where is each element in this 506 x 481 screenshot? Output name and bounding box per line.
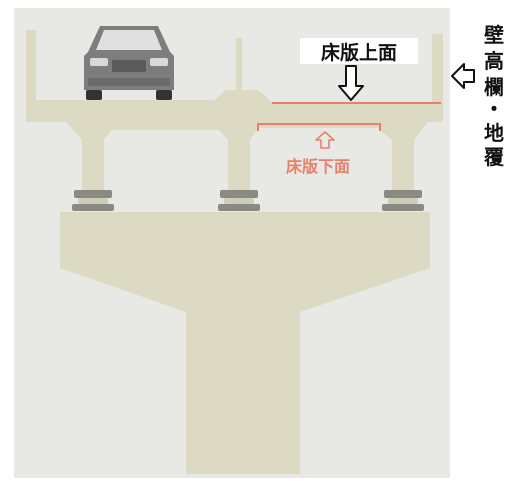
bearing-center-mid: [224, 198, 254, 204]
railing-char-5: 地: [484, 121, 504, 145]
railing-char-3: 欄: [484, 75, 504, 99]
down-outline-arrow-icon: [338, 65, 364, 101]
lower-flange-left: [104, 122, 228, 130]
pier-substructure: [60, 212, 430, 474]
car-icon: [84, 26, 174, 100]
bearing-left-mid: [78, 198, 108, 204]
car-wheel-right: [156, 90, 172, 100]
railing-char-4: ・: [484, 97, 504, 121]
median-post: [236, 38, 242, 93]
railing-char-6: 覆: [483, 145, 505, 169]
car-windshield: [96, 30, 162, 50]
bearing-right: [382, 190, 424, 211]
bearing-right-base: [382, 204, 424, 211]
down-arrow-shape: [338, 65, 364, 101]
bearing-center-base: [218, 204, 260, 211]
slab-bottom-highlight-line: [257, 123, 381, 131]
right-girder-web: [370, 122, 428, 190]
car-headlight-left: [90, 58, 108, 66]
left-outline-arrow-icon: [451, 63, 475, 89]
car-grille: [112, 60, 146, 72]
railing-char-2: 高: [484, 49, 504, 73]
left-girder-web: [40, 122, 118, 190]
car-bumper: [88, 78, 170, 86]
bearing-left: [72, 190, 114, 211]
left-arrow-shape: [451, 63, 475, 89]
bearing-left-base: [72, 204, 114, 211]
slab-top-label: 床版上面: [321, 41, 397, 64]
car-headlight-right: [150, 58, 168, 66]
left-railing-wall: [26, 30, 36, 122]
deck-slab: [26, 90, 443, 122]
slab-top-label-bg: [300, 38, 418, 64]
center-girder-web: [212, 122, 262, 190]
up-outline-arrow-icon: [315, 131, 335, 149]
railing-char-1: 壁: [484, 23, 504, 47]
slab-bottom-label: 床版下面: [286, 157, 350, 176]
car-wheel-left: [86, 90, 102, 100]
bearings: [72, 190, 424, 211]
right-railing-wall: [432, 34, 443, 122]
slab-highlights: [257, 102, 441, 131]
bearing-left-top: [74, 190, 112, 198]
up-arrow-shape: [315, 131, 335, 149]
bearing-center: [218, 190, 260, 211]
bearing-right-mid: [388, 198, 418, 204]
bearing-right-top: [384, 190, 422, 198]
bearing-center-top: [220, 190, 258, 198]
railing-vertical-label: 壁 高 欄 ・ 地 覆: [483, 23, 505, 169]
